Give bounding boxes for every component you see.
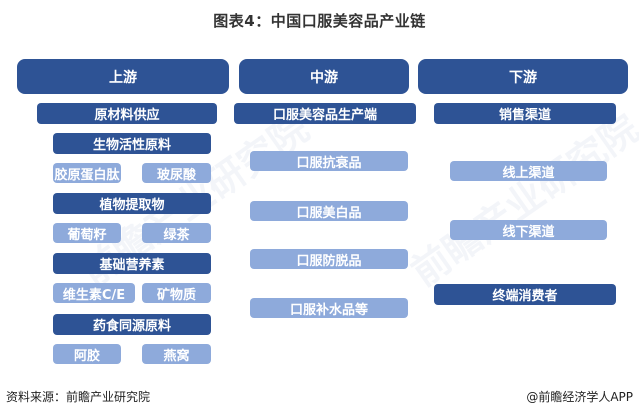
midstream-header: 中游 bbox=[239, 59, 409, 94]
upstream-header: 上游 bbox=[17, 59, 229, 94]
credit-note: @前瞻经济学人APP bbox=[526, 390, 633, 404]
source-note: 资料来源：前瞻产业研究院 bbox=[6, 390, 151, 404]
upstream-item-hyaluronic-acid: 玻尿酸 bbox=[142, 163, 211, 183]
downstream-channel-offline: 线下渠道 bbox=[450, 220, 607, 240]
midstream-item-anti-hair-loss: 口服防脱品 bbox=[250, 249, 408, 269]
upstream-item-minerals: 矿物质 bbox=[142, 283, 211, 303]
midstream-item-anti-aging: 口服抗衰品 bbox=[250, 151, 408, 171]
upstream-item-green-tea: 绿茶 bbox=[142, 223, 211, 243]
upstream-category: 原材料供应 bbox=[37, 103, 217, 124]
upstream-item-collagen-peptide: 胶原蛋白肽 bbox=[53, 163, 121, 183]
midstream-item-hydrating: 口服补水品等 bbox=[250, 298, 408, 318]
upstream-group-plant-extract: 植物提取物 bbox=[53, 193, 211, 214]
upstream-item-ejiao: 阿胶 bbox=[53, 344, 121, 364]
upstream-group-basic-nutrients: 基础营养素 bbox=[53, 253, 211, 274]
upstream-item-birds-nest: 燕窝 bbox=[142, 344, 211, 364]
upstream-group-food-medicine: 药食同源原料 bbox=[53, 314, 211, 335]
upstream-group-bioactive: 生物活性原料 bbox=[53, 133, 211, 154]
upstream-item-vitamin-ce: 维生素C/E bbox=[53, 283, 135, 303]
diagram-title: 图表4：中国口服美容品产业链 bbox=[213, 12, 426, 30]
midstream-category: 口服美容品生产端 bbox=[234, 103, 416, 124]
downstream-end-consumer: 终端消费者 bbox=[434, 284, 616, 305]
downstream-header: 下游 bbox=[418, 59, 628, 94]
downstream-category: 销售渠道 bbox=[434, 103, 616, 124]
watermark: 前瞻产业研究院 bbox=[403, 106, 639, 295]
midstream-item-whitening: 口服美白品 bbox=[250, 201, 408, 221]
downstream-channel-online: 线上渠道 bbox=[450, 161, 607, 181]
upstream-item-grape-seed: 葡萄籽 bbox=[53, 223, 121, 243]
